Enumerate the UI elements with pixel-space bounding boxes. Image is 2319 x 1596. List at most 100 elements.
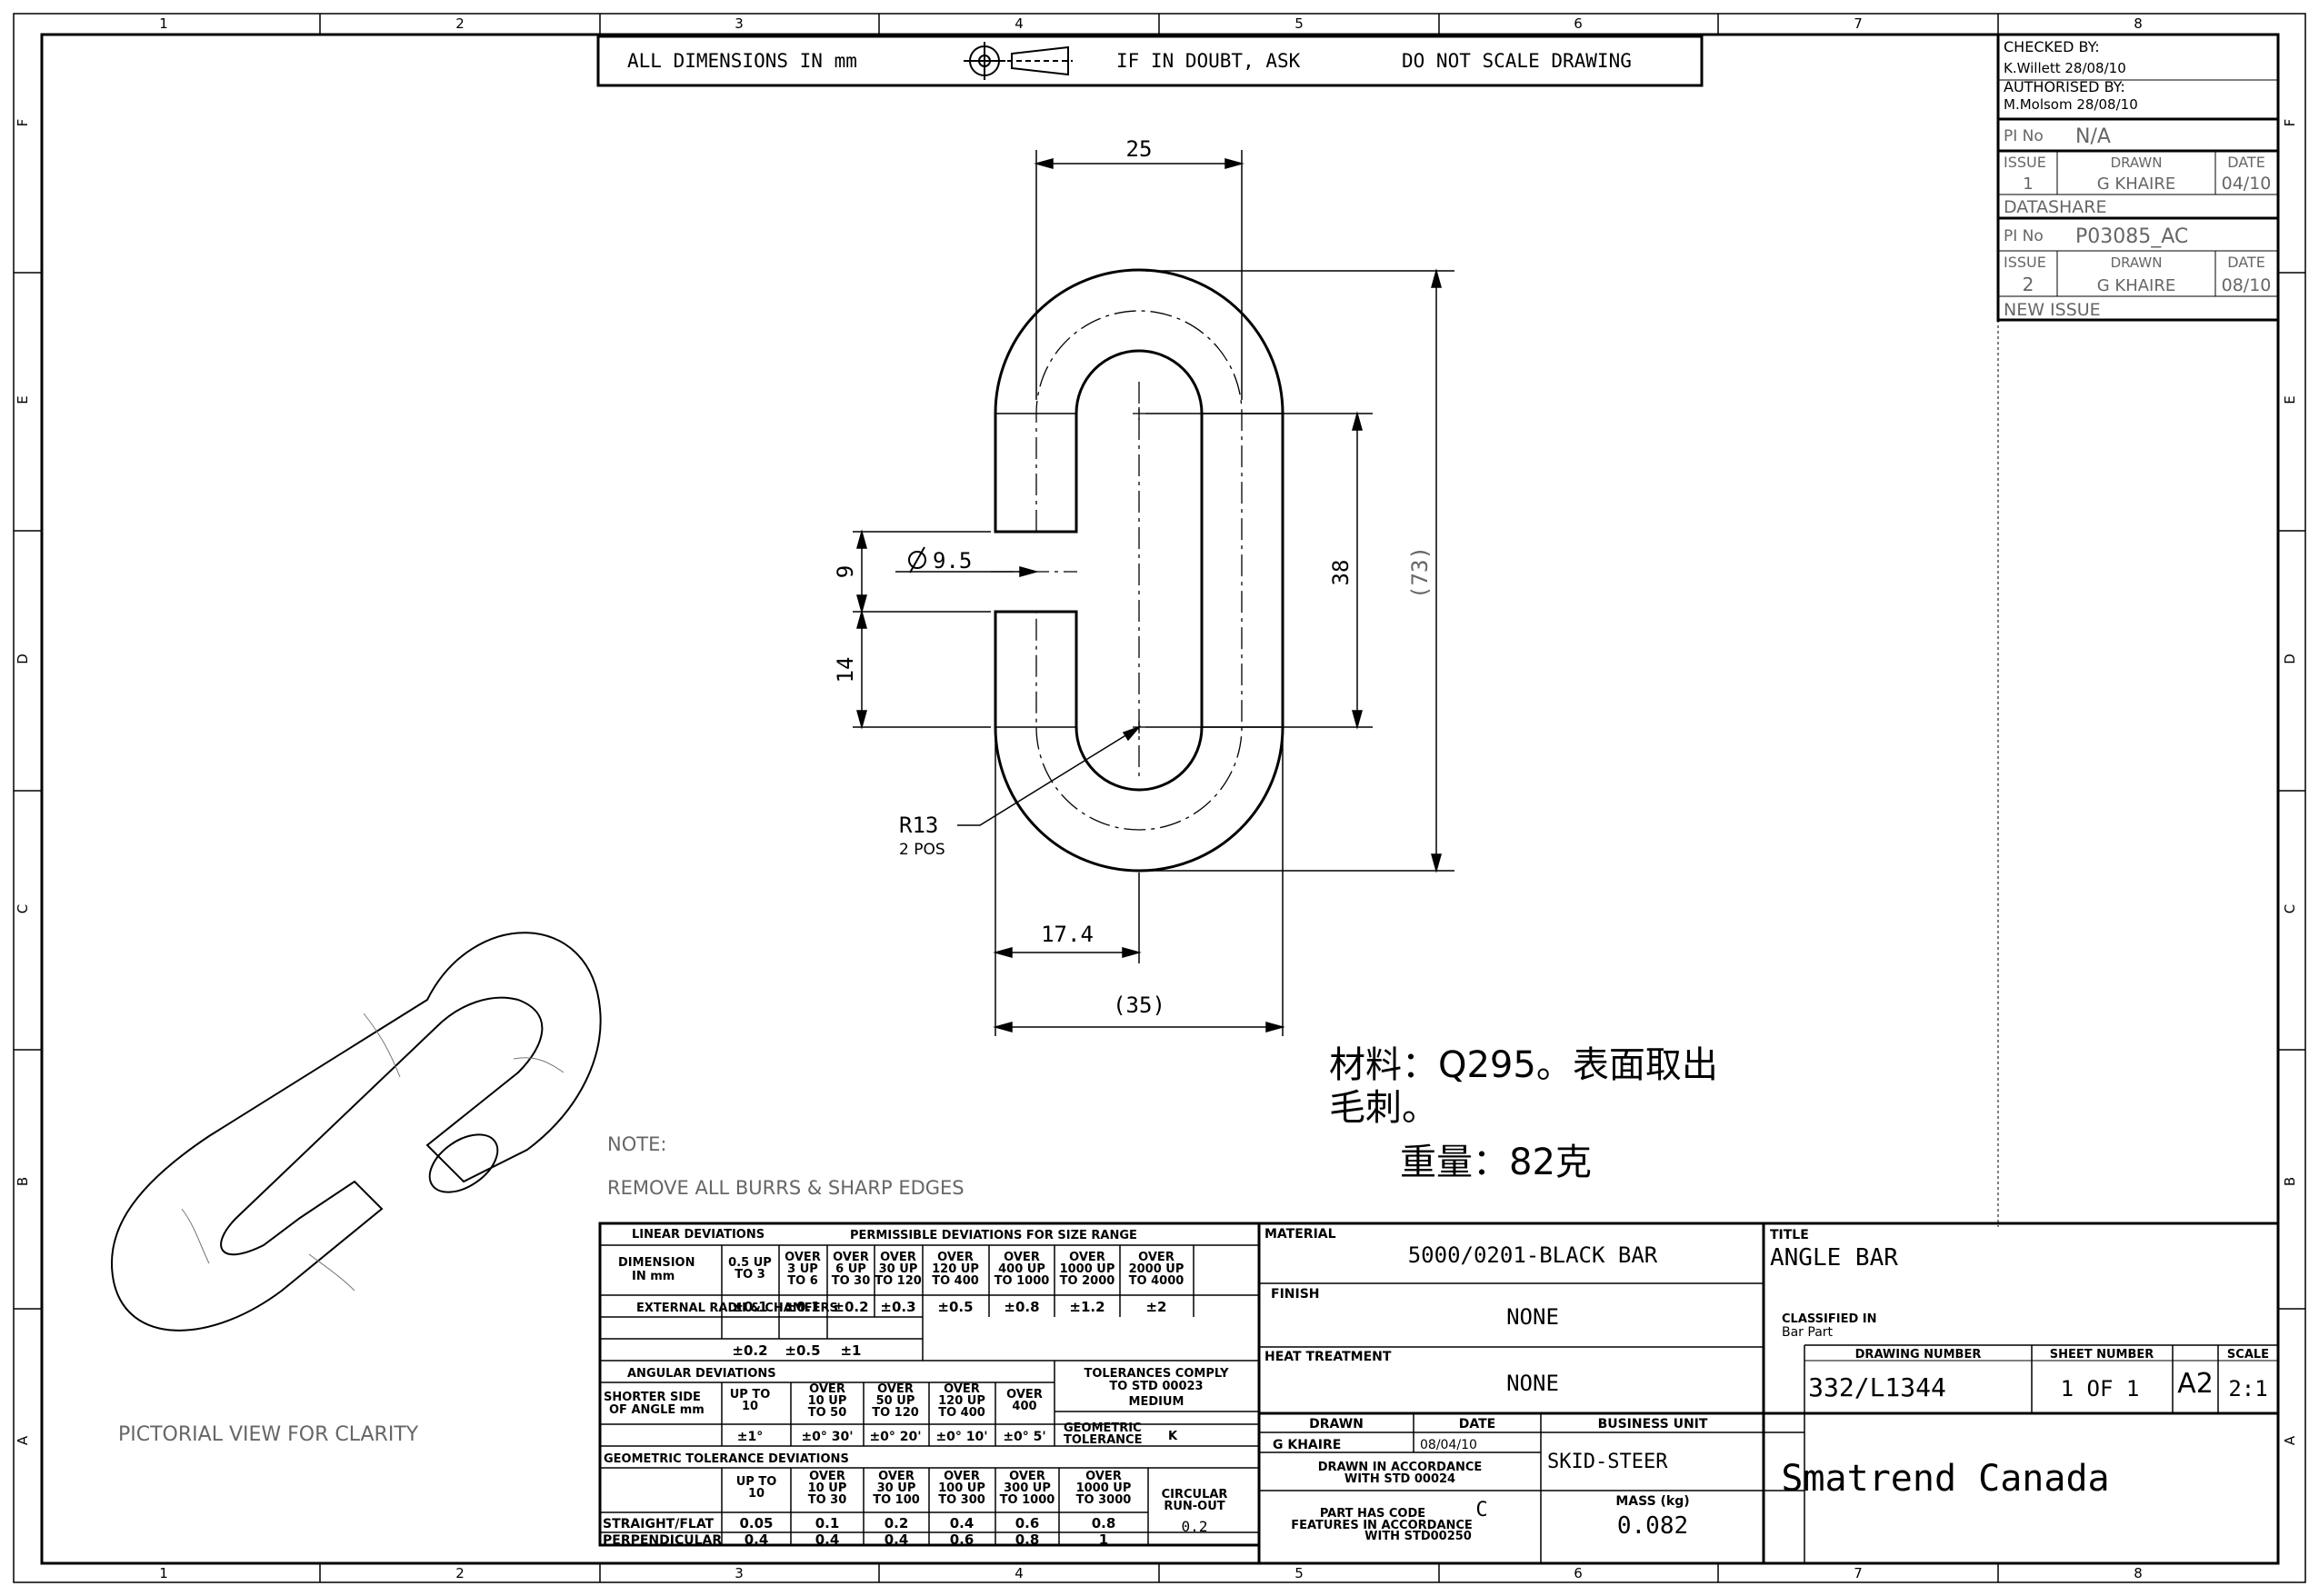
linear-range-3-1: 30 UP [879,1262,918,1276]
tolerance-table-text: LINEAR DEVIATIONS PERMISSIBLE DEVIATIONS… [603,1228,1229,1548]
tb-code-2: FEATURES IN ACCORDANCE [1291,1519,1473,1532]
new-issue-label: NEW ISSUE [2004,300,2101,320]
zone-left-e: E [15,395,31,404]
tb-finish: NONE [1506,1304,1559,1330]
tb-classified: Bar Part [1782,1325,1834,1340]
geometric-range-4-2: TO 1000 [1000,1493,1055,1507]
geometric-range-1-2: TO 30 [808,1493,847,1507]
inner-border [40,33,2280,1565]
chinese-note-line1: 材料：Q295。表面取出 [1329,1044,1718,1086]
angular-range-1-1: 10 UP [808,1394,847,1408]
radii-val-1: ±0.5 [785,1342,820,1359]
tb-title: ANGLE BAR [1770,1244,1898,1272]
authorised-by-label: AUTHORISED BY: [2004,78,2125,95]
dim-35: (35) [1113,993,1165,1018]
zone-top-3: 3 [735,15,744,32]
linear-range-7-1: 2000 UP [1129,1262,1184,1276]
date-value-1: 04/10 [2222,174,2272,194]
zone-bottom-5: 5 [1294,1565,1304,1581]
zone-bottom-1: 1 [159,1565,168,1581]
tb-drawn-label: DRAWN [1309,1417,1364,1431]
tol-angular-dev: ANGULAR DEVIATIONS [627,1367,776,1381]
angular-range-0-1: 10 [742,1400,758,1413]
tol-circular-2: RUN-OUT [1164,1500,1224,1513]
pictorial-caption: PICTORIAL VIEW FOR CLARITY [118,1423,419,1446]
radii-values: ±0.2±0.5±1 [732,1342,861,1359]
zone-top-4: 4 [1015,15,1024,32]
geometric-range-4-0: OVER [1009,1470,1045,1483]
linear-val-3: ±0.3 [880,1299,915,1315]
tb-bu-label: BUSINESS UNIT [1598,1417,1708,1431]
angular-range-2-2: TO 120 [872,1406,919,1420]
zone-bottom-3: 3 [735,1565,744,1581]
zone-top-2: 2 [455,15,465,32]
perp-val-0: 0.4 [745,1531,769,1548]
zone-bottom-7: 7 [1854,1565,1863,1581]
zone-top-1: 1 [159,15,168,32]
zone-right-f: F [2282,119,2298,127]
linear-range-2-0: OVER [833,1251,869,1264]
zone-bottom-8: 8 [2134,1565,2143,1581]
angular-val-0: ±1° [737,1430,763,1444]
linear-range-1-2: TO 6 [787,1274,818,1288]
linear-val-2: ±0.2 [833,1299,868,1315]
linear-val-4: ±0.5 [937,1299,973,1315]
tol-geo-label-2: TOLERANCE [1064,1433,1142,1447]
tb-finish-label: FINISH [1271,1287,1320,1302]
linear-range-0-0: 0.5 UP [728,1256,772,1270]
angular-range-2-1: 50 UP [876,1394,915,1408]
dim-2-pos: 2 POS [899,841,945,859]
angular-range-3-0: OVER [944,1382,980,1396]
zone-left-d: D [15,653,31,664]
linear-val-1: ±0.1 [785,1299,820,1315]
tolerance-table [598,1222,1261,1547]
tol-of-angle: OF ANGLE mm [609,1403,705,1417]
tb-drawn: G KHAIRE [1273,1438,1341,1452]
chinese-note: 材料：Q295。表面取出 毛刺。 重量：82克 [1329,1044,1718,1183]
linear-range-2-1: 6 UP [835,1262,866,1276]
tol-circular-1: CIRCULAR [1162,1488,1228,1501]
header-all-dimensions: ALL DIMENSIONS IN mm [627,50,857,72]
zone-right-c: C [2282,904,2298,913]
geometric-range-1-0: OVER [809,1470,845,1483]
title-block-text: MATERIAL 5000/0201-BLACK BAR FINISH NONE… [1264,1227,2269,1543]
pi-no-label-2: PI No [2004,227,2044,245]
straight-val-0: 0.05 [739,1515,773,1531]
zone-labels: 1 2 3 4 5 6 7 8 1 2 3 4 5 6 7 8 F E D C … [15,15,2298,1581]
chinese-note-line2: 毛刺。 [1329,1087,1438,1129]
angular-range-0-0: UP TO [730,1388,771,1401]
diameter-symbol [908,546,926,574]
issue-label-2: ISSUE [2004,254,2046,271]
tb-size: A2 [2177,1368,2214,1400]
dim-diameter: 9.5 [933,548,972,574]
geometric-range-3-1: 100 UP [938,1481,985,1495]
tb-accord-2: WITH STD 00024 [1344,1472,1455,1486]
linear-range-7-0: OVER [1138,1251,1174,1264]
linear-range-6-0: OVER [1069,1251,1105,1264]
dim-r13: R13 [899,813,938,838]
note-label: NOTE: [607,1133,666,1155]
tb-title-label: TITLE [1770,1228,1809,1242]
tb-accord-1: DRAWN IN ACCORDANCE [1318,1461,1483,1474]
dim-14: 14 [833,657,858,683]
geometric-range-3-2: TO 300 [938,1493,985,1507]
linear-val-5: ±0.8 [1004,1299,1039,1315]
linear-range-4-0: OVER [937,1251,974,1264]
tol-geo-dev: GEOMETRIC TOLERANCE DEVIATIONS [604,1452,849,1466]
zone-right-b: B [2282,1177,2298,1186]
angular-range-4-1: 400 [1012,1400,1036,1413]
dim-73: (73) [1407,546,1433,599]
angular-val-2: ±0° 20' [869,1430,921,1444]
drawn-value-1: G KHAIRE [2097,175,2176,194]
tol-permissible: PERMISSIBLE DEVIATIONS FOR SIZE RANGE [850,1229,1137,1242]
tol-ext-radii: EXTERNAL RADII & CHAMFERS [636,1302,838,1315]
chinese-note-weight: 重量：82克 [1400,1142,1592,1183]
header-bar: ALL DIMENSIONS IN mm IF IN DOUBT, ASK DO… [596,35,1704,87]
radii-val-2: ±1 [840,1342,861,1359]
geometric-range-1-1: 10 UP [808,1481,847,1495]
issue-label-1: ISSUE [2004,154,2046,171]
tb-dwg-no: 332/L1344 [1808,1372,1946,1402]
dim-9: 9 [833,565,858,578]
